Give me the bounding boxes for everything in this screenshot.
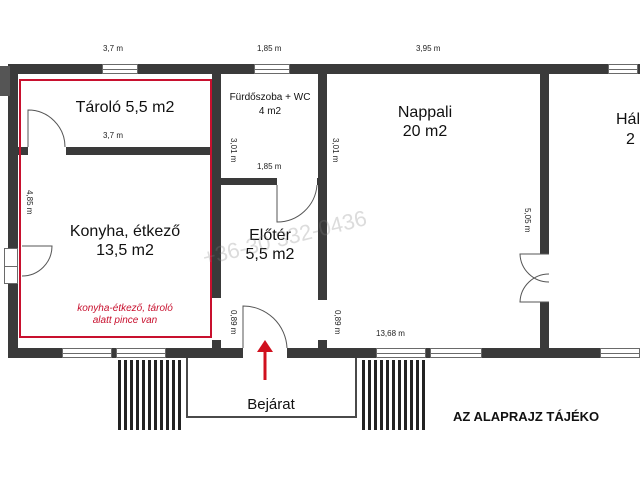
- room-living-name: Nappali: [397, 104, 453, 121]
- cellar-note-line1: konyha-étkező, tároló: [77, 303, 173, 314]
- wall-top: [8, 64, 640, 74]
- porch-bottom: [186, 416, 357, 418]
- wall-left: [8, 64, 18, 358]
- door-gap-bedroom: [540, 254, 549, 302]
- dim-bath-height-right: 3,01 m: [331, 138, 340, 163]
- dim-top-right: 3,95 m: [416, 44, 441, 53]
- wall-bath-living: [318, 74, 327, 348]
- window-top-2: [254, 64, 290, 74]
- door-gap-living: [318, 300, 327, 340]
- room-bathroom-area: 4 m2: [258, 106, 282, 117]
- wall-bath-hall: [221, 178, 318, 185]
- door-gap-bath: [277, 178, 317, 185]
- dim-kitchen-height: 4,85 m: [25, 190, 34, 215]
- dim-total-width: 13,68 m: [376, 329, 405, 338]
- cellar-note-line2: alatt pince van: [92, 315, 158, 326]
- window-left: [4, 248, 18, 284]
- stairs-icon: [362, 360, 430, 430]
- dim-bath-height-left: 3,01 m: [229, 138, 238, 163]
- room-bedroom-area: 2: [626, 131, 635, 148]
- dim-top-mid: 1,85 m: [257, 44, 282, 53]
- dim-top-left: 3,7 m: [103, 44, 124, 53]
- dim-living-height: 5,05 m: [523, 208, 532, 233]
- dim-bath-width: 1,85 m: [257, 162, 282, 171]
- stairs-icon: [118, 360, 186, 430]
- window-bottom-1: [62, 348, 112, 358]
- wall-storage-kitchen: [18, 147, 215, 155]
- door-gap-kitchen: [212, 298, 221, 340]
- room-living-area: 20 m2: [402, 123, 448, 140]
- room-bedroom-name: Hál: [616, 111, 640, 128]
- room-hallway-name: Előtér: [249, 227, 291, 244]
- door-gap-storage: [28, 147, 66, 155]
- window-top-3: [608, 64, 638, 74]
- window-bottom-3: [376, 348, 426, 358]
- room-storage-name: Tároló 5,5 m2: [75, 99, 175, 116]
- window-top-1: [102, 64, 138, 74]
- dim-storage-width: 3,7 m: [103, 131, 124, 140]
- cellar-highlight: [19, 79, 212, 338]
- window-bottom-2: [116, 348, 166, 358]
- room-kitchen-name: Konyha, étkező: [69, 223, 181, 240]
- room-hallway-area: 5,5 m2: [245, 246, 295, 263]
- wall-bottom: [8, 348, 640, 358]
- porch-wall-right: [355, 358, 357, 418]
- wall-corner-ext: [0, 66, 10, 96]
- wall-kitchen-hall: [212, 74, 221, 348]
- dim-hall-left: 0,89 m: [229, 310, 238, 335]
- dim-hall-right: 0,89 m: [333, 310, 342, 335]
- porch-wall-left: [186, 358, 188, 418]
- window-bottom-4: [430, 348, 482, 358]
- orientation-note: AZ ALAPRAJZ TÁJÉKO: [453, 409, 600, 424]
- room-kitchen-area: 13,5 m2: [96, 242, 154, 259]
- room-bathroom-name: Fürdőszoba + WC: [229, 92, 311, 103]
- wall-living-bedroom: [540, 74, 549, 348]
- entrance-label: Bejárat: [247, 396, 295, 413]
